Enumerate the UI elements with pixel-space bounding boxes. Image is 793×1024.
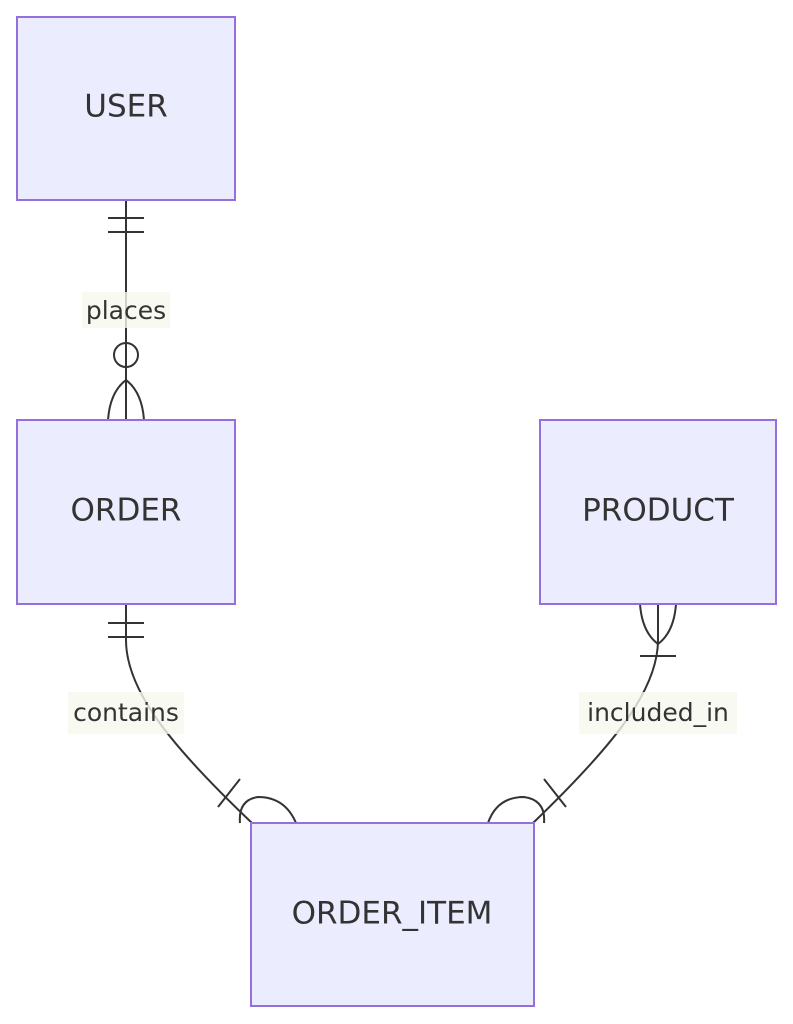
exactly-one-marker-order xyxy=(108,622,144,638)
relationship-contains: contains xyxy=(68,604,297,824)
entity-box-order-item xyxy=(250,822,535,1007)
relationship-label-places: places xyxy=(86,296,166,325)
entity-label-product: PRODUCT xyxy=(582,493,735,529)
label-bg-contains xyxy=(68,692,184,734)
entity-box-product xyxy=(539,419,777,605)
entity-label-order-item: ORDER_ITEM xyxy=(292,896,493,932)
crowfoot-marker-orderitem-right xyxy=(487,778,567,824)
relationship-included-in: included_in xyxy=(487,603,737,824)
crowfoot-marker-order xyxy=(107,378,145,421)
zero-marker-order xyxy=(113,342,139,368)
crowfoot-marker-orderitem-left xyxy=(217,778,297,824)
entity-order[interactable]: ORDER xyxy=(16,419,236,605)
label-bg-included-in xyxy=(579,692,737,734)
entity-order-item[interactable]: ORDER_ITEM xyxy=(250,822,535,1007)
relationship-places: places xyxy=(82,200,170,421)
entity-box-user xyxy=(16,16,236,201)
exactly-one-marker-user xyxy=(108,217,144,233)
entity-box-order xyxy=(16,419,236,605)
entity-label-order: ORDER xyxy=(71,493,182,529)
crowfoot-marker-product xyxy=(639,603,677,657)
label-bg-places xyxy=(82,292,170,328)
entity-user[interactable]: USER xyxy=(16,16,236,201)
relationship-label-included-in: included_in xyxy=(587,698,729,727)
entity-label-user: USER xyxy=(84,89,168,125)
entity-product[interactable]: PRODUCT xyxy=(539,419,777,605)
relationship-label-contains: contains xyxy=(73,698,179,727)
